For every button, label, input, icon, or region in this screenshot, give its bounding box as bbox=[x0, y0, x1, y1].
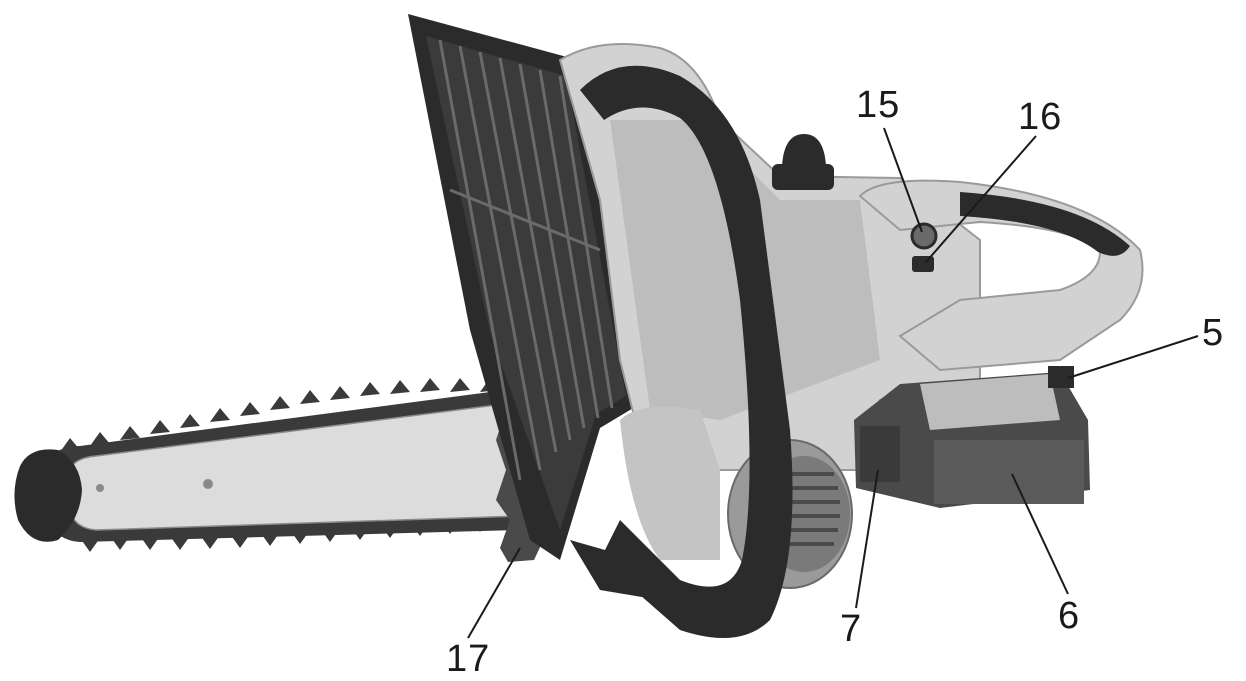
callout-label-15: 15 bbox=[856, 84, 901, 126]
bar-rivet bbox=[96, 484, 104, 492]
leader-line-7 bbox=[855, 469, 879, 609]
oil-tank-cap bbox=[772, 134, 834, 190]
leader-line-15 bbox=[883, 127, 923, 233]
front-handle bbox=[570, 65, 793, 639]
battery-release-button bbox=[860, 426, 900, 482]
trigger-switch bbox=[912, 256, 934, 272]
bar-nose bbox=[14, 449, 83, 542]
callout-label-5: 5 bbox=[1202, 312, 1225, 354]
leader-line-6 bbox=[1011, 473, 1069, 595]
guide-bar-assembly bbox=[14, 378, 521, 552]
leader-lines bbox=[467, 127, 1199, 639]
bar-rivet bbox=[203, 479, 213, 489]
callout-label-16: 16 bbox=[1018, 96, 1063, 138]
front-hand-guard bbox=[408, 14, 640, 560]
battery-indicator bbox=[1048, 366, 1074, 388]
lock-off-button bbox=[910, 222, 938, 250]
rear-handle bbox=[858, 179, 1144, 372]
chain-top-teeth bbox=[60, 378, 500, 452]
leader-line-16 bbox=[925, 135, 1037, 263]
callout-label-17: 17 bbox=[446, 638, 491, 680]
leader-line-17 bbox=[467, 547, 521, 639]
battery-pack bbox=[854, 366, 1090, 508]
callout-label-6: 6 bbox=[1058, 595, 1081, 637]
leader-line-5 bbox=[1067, 335, 1199, 379]
callout-label-7: 7 bbox=[840, 608, 863, 650]
